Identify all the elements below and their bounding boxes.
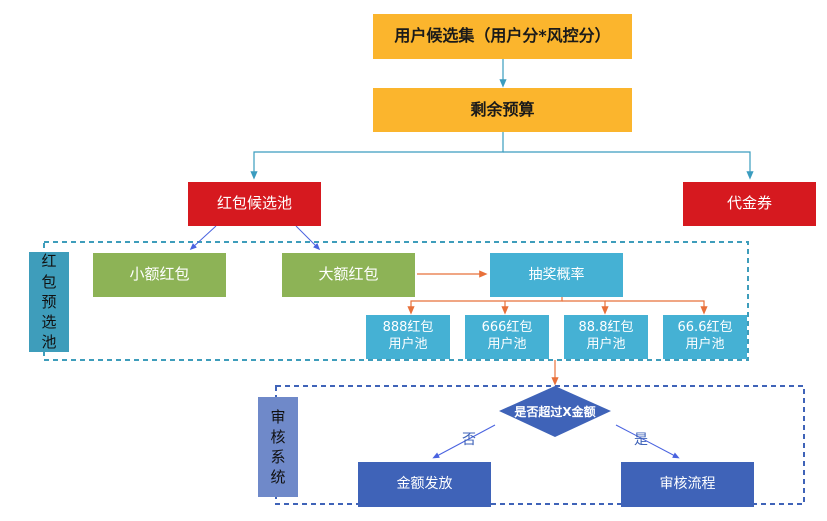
review-process-node: 审核流程 [621, 462, 754, 507]
small-red-packet-label: 小额红包 [129, 265, 190, 284]
edge-lottery-pool-888 [562, 300, 609, 315]
large-red-packet-label: 大额红包 [318, 265, 379, 284]
voucher-node: 代金券 [683, 182, 816, 226]
preselect-pool-group-label: 红 包 预 选 池 [29, 252, 69, 352]
edge-lottery-branch [407, 297, 563, 315]
decision-label: 是否超过X金额 [514, 404, 596, 419]
edge-label-yes: 是 [634, 432, 648, 448]
edge-decision-yes [615, 424, 680, 459]
large-red-packet-node: 大额红包 [282, 253, 415, 297]
pool-66-6: 66.6红包 用户池 [663, 315, 747, 359]
remaining-budget-label: 剩余预算 [470, 99, 535, 119]
remaining-budget-node: 剩余预算 [373, 88, 632, 132]
edge-lottery-pool-666-6 [605, 300, 708, 315]
edge-pool-large [295, 225, 321, 251]
small-red-packet-node: 小额红包 [93, 253, 226, 297]
lottery-probability-node: 抽奖概率 [490, 253, 623, 297]
red-packet-pool-node: 红包候选池 [188, 182, 321, 226]
lottery-probability-label: 抽奖概率 [528, 266, 585, 283]
review-process-label: 审核流程 [659, 476, 716, 493]
candidate-set-label: 用户候选集（用户分*风控分） [394, 26, 611, 46]
edge-decision-no [432, 424, 496, 459]
amount-release-node: 金额发放 [358, 462, 491, 507]
red-packet-pool-label: 红包候选池 [216, 194, 292, 213]
candidate-set-node: 用户候选集（用户分*风控分） [373, 14, 632, 59]
review-system-group-label: 审 核 系 统 [258, 397, 298, 497]
edge-budget-voucher [503, 151, 754, 180]
pool-888: 888红包 用户池 [366, 315, 450, 359]
voucher-label: 代金券 [726, 194, 772, 213]
edge-label-no: 否 [462, 432, 476, 448]
edge-pool-small [189, 225, 217, 251]
amount-release-label: 金额发放 [396, 476, 453, 493]
pool-88-8: 88.8红包 用户池 [564, 315, 648, 359]
decision-diamond [499, 386, 611, 437]
edge-budget-split [250, 132, 504, 180]
pool-666: 666红包 用户池 [465, 315, 549, 359]
